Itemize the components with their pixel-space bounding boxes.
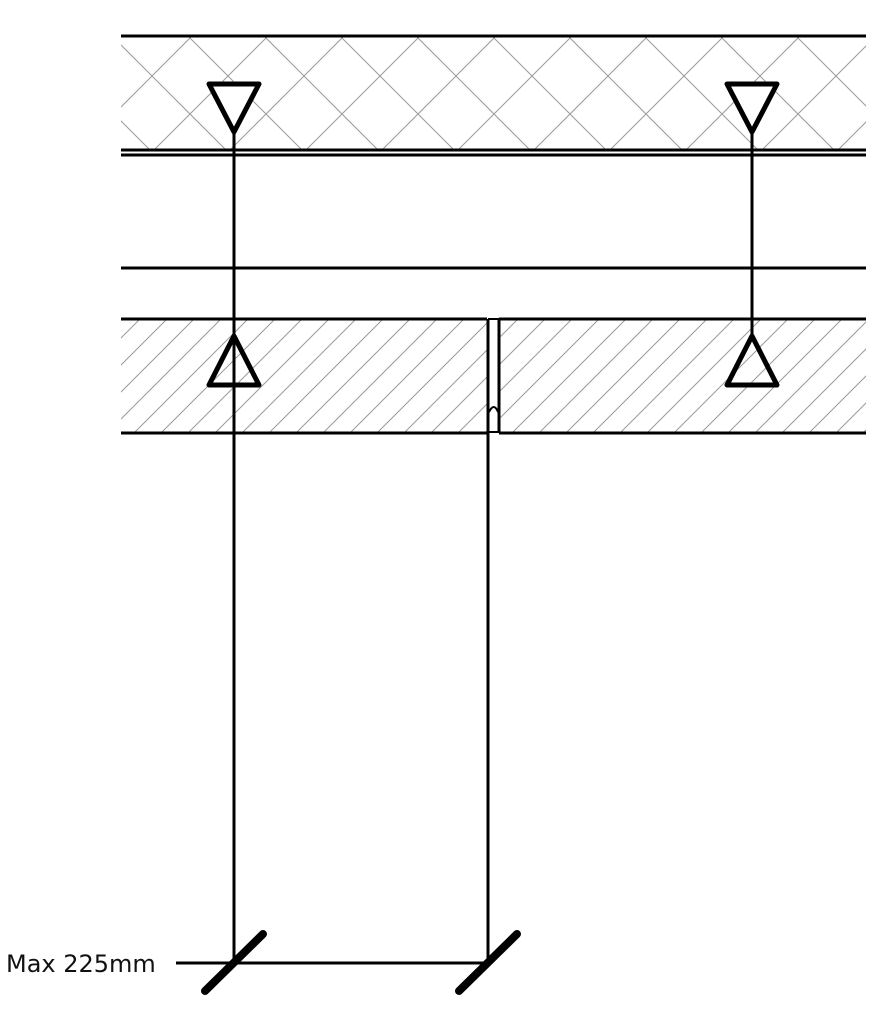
board-joint [488, 318, 501, 433]
triangle-up-marker [724, 333, 780, 388]
fixing-right [724, 81, 780, 388]
dimension-tick-right [455, 930, 521, 995]
triangle-up-marker [206, 333, 262, 388]
dimension-tick-left [201, 930, 267, 995]
fixing-left [206, 81, 262, 963]
triangle-down-marker [206, 81, 262, 135]
dimension: Max 225mm [6, 930, 521, 995]
dimension-label: Max 225mm [6, 950, 156, 978]
board-layer [121, 317, 866, 435]
triangle-down-marker [724, 81, 780, 135]
